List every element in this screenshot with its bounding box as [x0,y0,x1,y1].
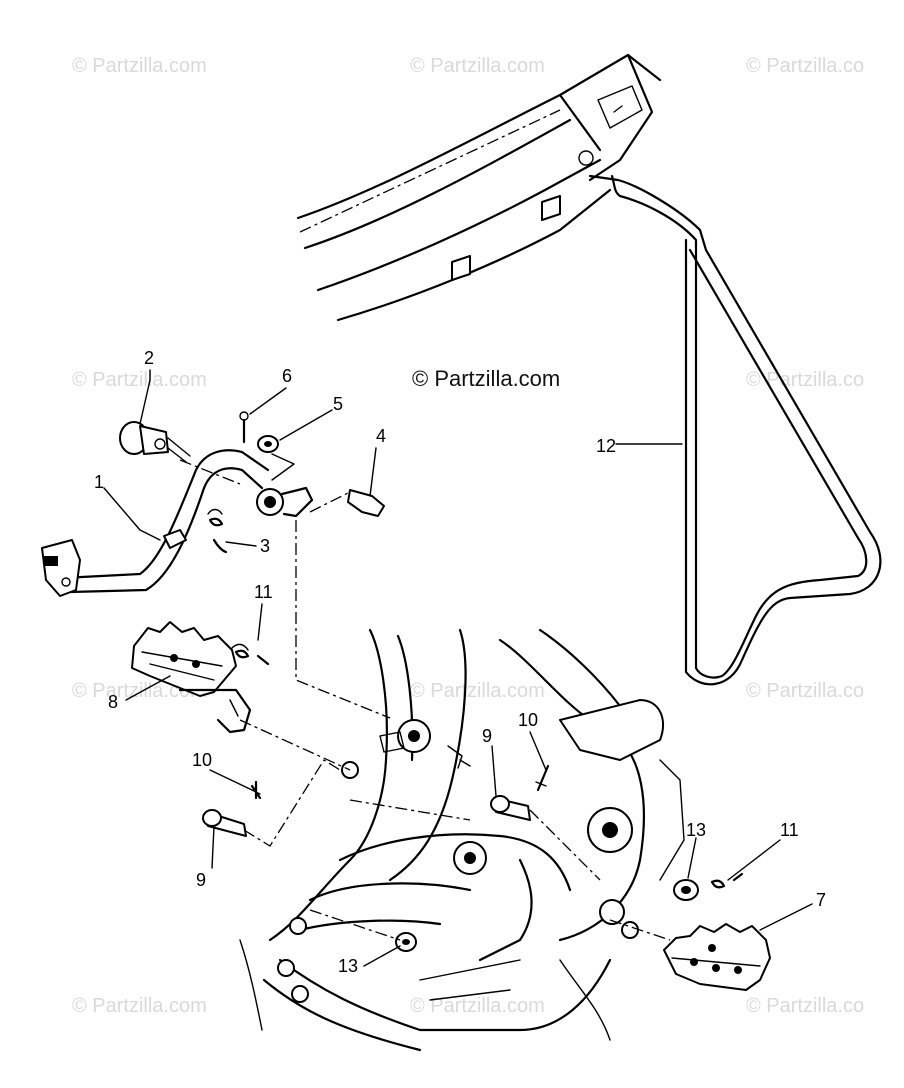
callout-1: 1 [94,472,104,492]
callout-10-left: 10 [192,750,212,770]
watermark-tile: © Partzilla.com [410,55,545,77]
watermark-tile: © Partzilla.com [72,55,207,77]
watermark-tile: © Partzilla.com [410,995,545,1017]
callout-10-center: 10 [518,710,538,730]
clevis-pin [309,489,385,517]
return-spring [207,508,228,554]
footrest-right [663,923,771,991]
cotter-pin [239,411,249,444]
callout-3: 3 [260,536,270,556]
assembly-lines [179,459,671,941]
callout-5: 5 [333,394,343,414]
watermark-tile: © Partzilla.co [746,995,864,1017]
callout-9-center: 9 [482,726,492,746]
watermark-tile: © Partzilla.com [72,369,207,391]
callout-11-left: 11 [254,582,273,602]
callout-2: 2 [144,348,154,368]
callout-12: 12 [596,436,616,456]
washer-center [395,932,417,952]
callouts: 2 6 5 4 1 3 11 8 10 9 10 9 12 13 11 7 13 [94,348,826,976]
footrest-spring-left [231,643,270,666]
engine-frame [239,628,685,1052]
pin-left [202,780,262,837]
frame-rail [296,53,662,322]
watermark-tile: © Partzilla.co [746,680,864,702]
washer-right [673,879,699,901]
callout-13-right: 13 [686,820,706,840]
watermark-tile: © Partzilla.com [72,995,207,1017]
watermark-grid: © Partzilla.com © Partzilla.com © Partzi… [72,55,864,1017]
washer [257,435,295,481]
callout-13-center: 13 [338,956,358,976]
callout-6: 6 [282,366,292,386]
callout-11-right: 11 [780,820,799,840]
watermark-tile: © Partzilla.co [746,55,864,77]
watermark-main: © Partzilla.com [412,366,560,391]
brake-pedal [41,449,314,597]
pivot-bolt [119,421,191,463]
leader-lines [103,369,813,967]
callout-8: 8 [108,692,118,712]
footrest-left [131,621,252,734]
callout-7: 7 [816,890,826,910]
watermark-tile: © Partzilla.co [746,369,864,391]
footrest-spring-right [710,872,744,889]
watermark-tile: © Partzilla.com [410,680,545,702]
pin-center [490,764,550,821]
callout-4: 4 [376,426,386,446]
side-stand [588,174,882,686]
callout-9-left: 9 [196,870,206,890]
